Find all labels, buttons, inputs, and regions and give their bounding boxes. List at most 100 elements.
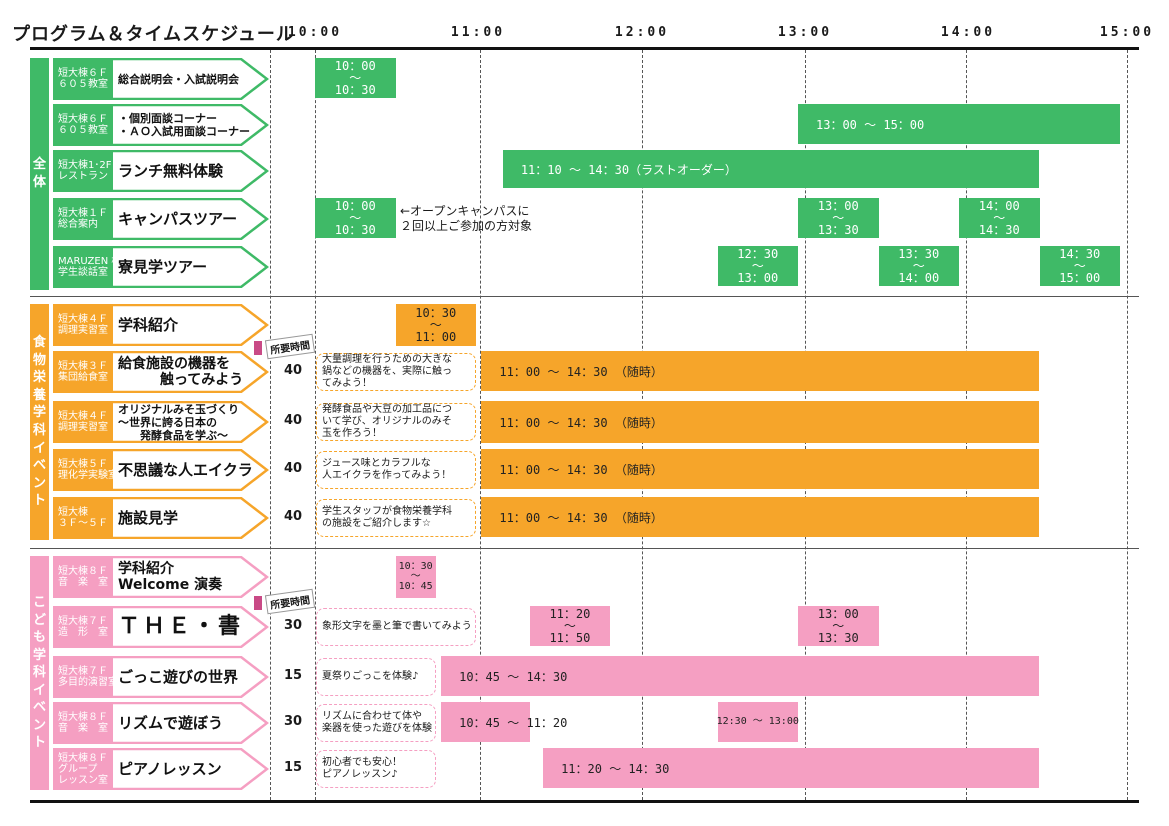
- time-slot-bar: 14：30〜15：00: [1039, 246, 1120, 286]
- time-slot-line: 12:30 〜 13:00: [716, 716, 799, 727]
- room-line: 短大棟８Ｆ: [58, 752, 108, 764]
- time-slot-line: 13：30: [817, 631, 859, 645]
- time-slot-bar: 10：45 〜 11：20: [441, 702, 567, 742]
- event-title-line: ・個別面談コーナー: [118, 112, 217, 125]
- room-line: ３Ｆ〜５Ｆ: [58, 518, 108, 529]
- time-slot-bar: 12：30〜13：00: [717, 246, 798, 286]
- event-title-line: 施設見学: [118, 509, 179, 527]
- time-slot-line: 〜: [751, 259, 764, 273]
- event-description: 象形文字を墨と筆で書いてみよう: [316, 608, 476, 646]
- arrow-label-box: [53, 556, 269, 598]
- time-slot-line: 14：00: [898, 271, 940, 285]
- time-slot-line: 14：00: [978, 199, 1020, 213]
- description-line: いて学び、オリジナルのみそ: [322, 416, 452, 427]
- event-title-line: 学科紹介: [118, 316, 179, 334]
- event-title-line: 発酵食品を学ぶ〜: [118, 428, 228, 442]
- room-line: MARUZEN 横: [58, 256, 122, 267]
- description-line: 鍋などの機器を、実際に触っ: [322, 366, 452, 377]
- event-title-line: 総合説明会・入試説明会: [118, 72, 239, 86]
- description-line: 人エイクラを作ってみよう！: [322, 470, 452, 481]
- footer-rule: [30, 800, 1139, 803]
- category-char: ト: [32, 735, 46, 751]
- time-slot-line: 〜: [563, 619, 576, 633]
- time-gridline: [1127, 50, 1128, 800]
- time-slot-bar: 10：45 〜 14：30: [441, 656, 1040, 696]
- category-char: 栄: [32, 370, 46, 386]
- category-char: 体: [32, 175, 46, 190]
- category-char: ン: [32, 475, 46, 491]
- room-line: 短大棟１Ｆ: [58, 208, 108, 219]
- event-title-line: Welcome 演奏: [118, 577, 223, 593]
- event-title-line: 不思議な人エイクラ: [118, 461, 253, 479]
- header-rule: [30, 47, 1139, 50]
- event-title-line: ランチ無料体験: [118, 162, 224, 180]
- category-char: ど: [32, 612, 46, 628]
- arrow-label-box: [53, 304, 269, 346]
- time-slot-bar: 14：00〜14：30: [959, 198, 1040, 238]
- required-time-flag: [254, 341, 262, 355]
- description-line: ジュース味とカラフルな: [322, 458, 431, 469]
- time-slot-line: 13：00 〜 15：00: [816, 117, 925, 132]
- required-time-label: 所要時間: [264, 333, 316, 360]
- time-tick-label: 13:00: [777, 25, 833, 40]
- time-tick-label: 14:00: [940, 25, 996, 40]
- room-line: 学生談話室: [58, 267, 108, 278]
- time-slot-line: 13：00: [817, 199, 859, 213]
- room-line: レッスン室: [58, 774, 108, 786]
- room-line: 短大棟７Ｆ: [58, 616, 108, 627]
- time-slot-line: 13：00: [737, 271, 779, 285]
- description-line: 初心者でも安心！: [322, 757, 402, 768]
- time-slot-bar: 10：00〜10：30: [315, 58, 396, 98]
- time-slot-line: 10：30: [398, 561, 433, 572]
- arrow-label-box: [53, 150, 269, 192]
- time-slot-line: 11：00 〜 14：30 （随時）: [499, 462, 663, 477]
- description-line: 玉を作ろう！: [322, 428, 382, 439]
- room-line: 調理実習室: [58, 422, 108, 433]
- time-slot-line: 10：30: [334, 83, 376, 97]
- event-title-line: 給食施設の機器を: [118, 356, 230, 372]
- description-line: 学生スタッフが食物栄養学科: [322, 506, 452, 517]
- room-line: 総合案内: [58, 219, 98, 230]
- time-tick-label: 15:00: [1099, 25, 1155, 40]
- time-tick-label: 10:00: [287, 25, 343, 40]
- required-minutes: 30: [283, 714, 303, 729]
- time-slot-line: 11：00 〜 14：30 （随時）: [499, 415, 663, 430]
- category-char: イ: [32, 440, 46, 456]
- time-slot-bar: 13：00〜13：30: [798, 198, 879, 238]
- arrow-label-box: [53, 58, 269, 100]
- room-line: 音 楽 室: [58, 577, 108, 588]
- event-title: 寮見学ツアー: [118, 246, 268, 288]
- category-char: イ: [32, 682, 46, 698]
- event-title-line: 学科紹介: [118, 561, 174, 577]
- time-slot-line: 13：30: [817, 223, 859, 237]
- event-description: 大量調理を行うための大きな鍋などの機器を、実際に触ってみよう！: [316, 353, 476, 391]
- event-title-line: リズムで遊ぼう: [118, 714, 224, 732]
- event-title-line: ＴＨＥ・書: [118, 614, 244, 639]
- room-line: 短大棟７Ｆ: [58, 666, 108, 677]
- arrow-label-box: [53, 702, 269, 744]
- event-title-line: オリジナルみそ玉づくり: [118, 402, 239, 416]
- room-line: 短大棟1･2F: [58, 160, 112, 171]
- time-slot-line: 11：50: [549, 631, 591, 645]
- room-line: 短大棟４Ｆ: [58, 314, 108, 325]
- event-title: ・個別面談コーナー・ＡＯ入試用面談コーナー: [118, 104, 268, 146]
- event-title-line: ピアノレッスン: [118, 760, 222, 778]
- room-line: 音 楽 室: [58, 723, 108, 734]
- event-title: ごっこ遊びの世界: [118, 656, 268, 698]
- time-slot-line: 11：20 〜 14：30: [561, 761, 670, 776]
- room-line: 集団給食室: [58, 372, 108, 383]
- arrow-label-box: [53, 449, 269, 491]
- time-slot-bar: 10：30〜11：00: [395, 304, 476, 346]
- required-minutes: 30: [283, 618, 303, 633]
- room-line: グループ: [58, 763, 98, 775]
- room-line: 調理実習室: [58, 325, 108, 336]
- room-line: ６０５教室: [58, 79, 108, 90]
- time-slot-line: 13：30: [898, 247, 940, 261]
- time-gridline: [270, 50, 271, 800]
- time-slot-bar: 11：00 〜 14：30 （随時）: [481, 401, 1040, 443]
